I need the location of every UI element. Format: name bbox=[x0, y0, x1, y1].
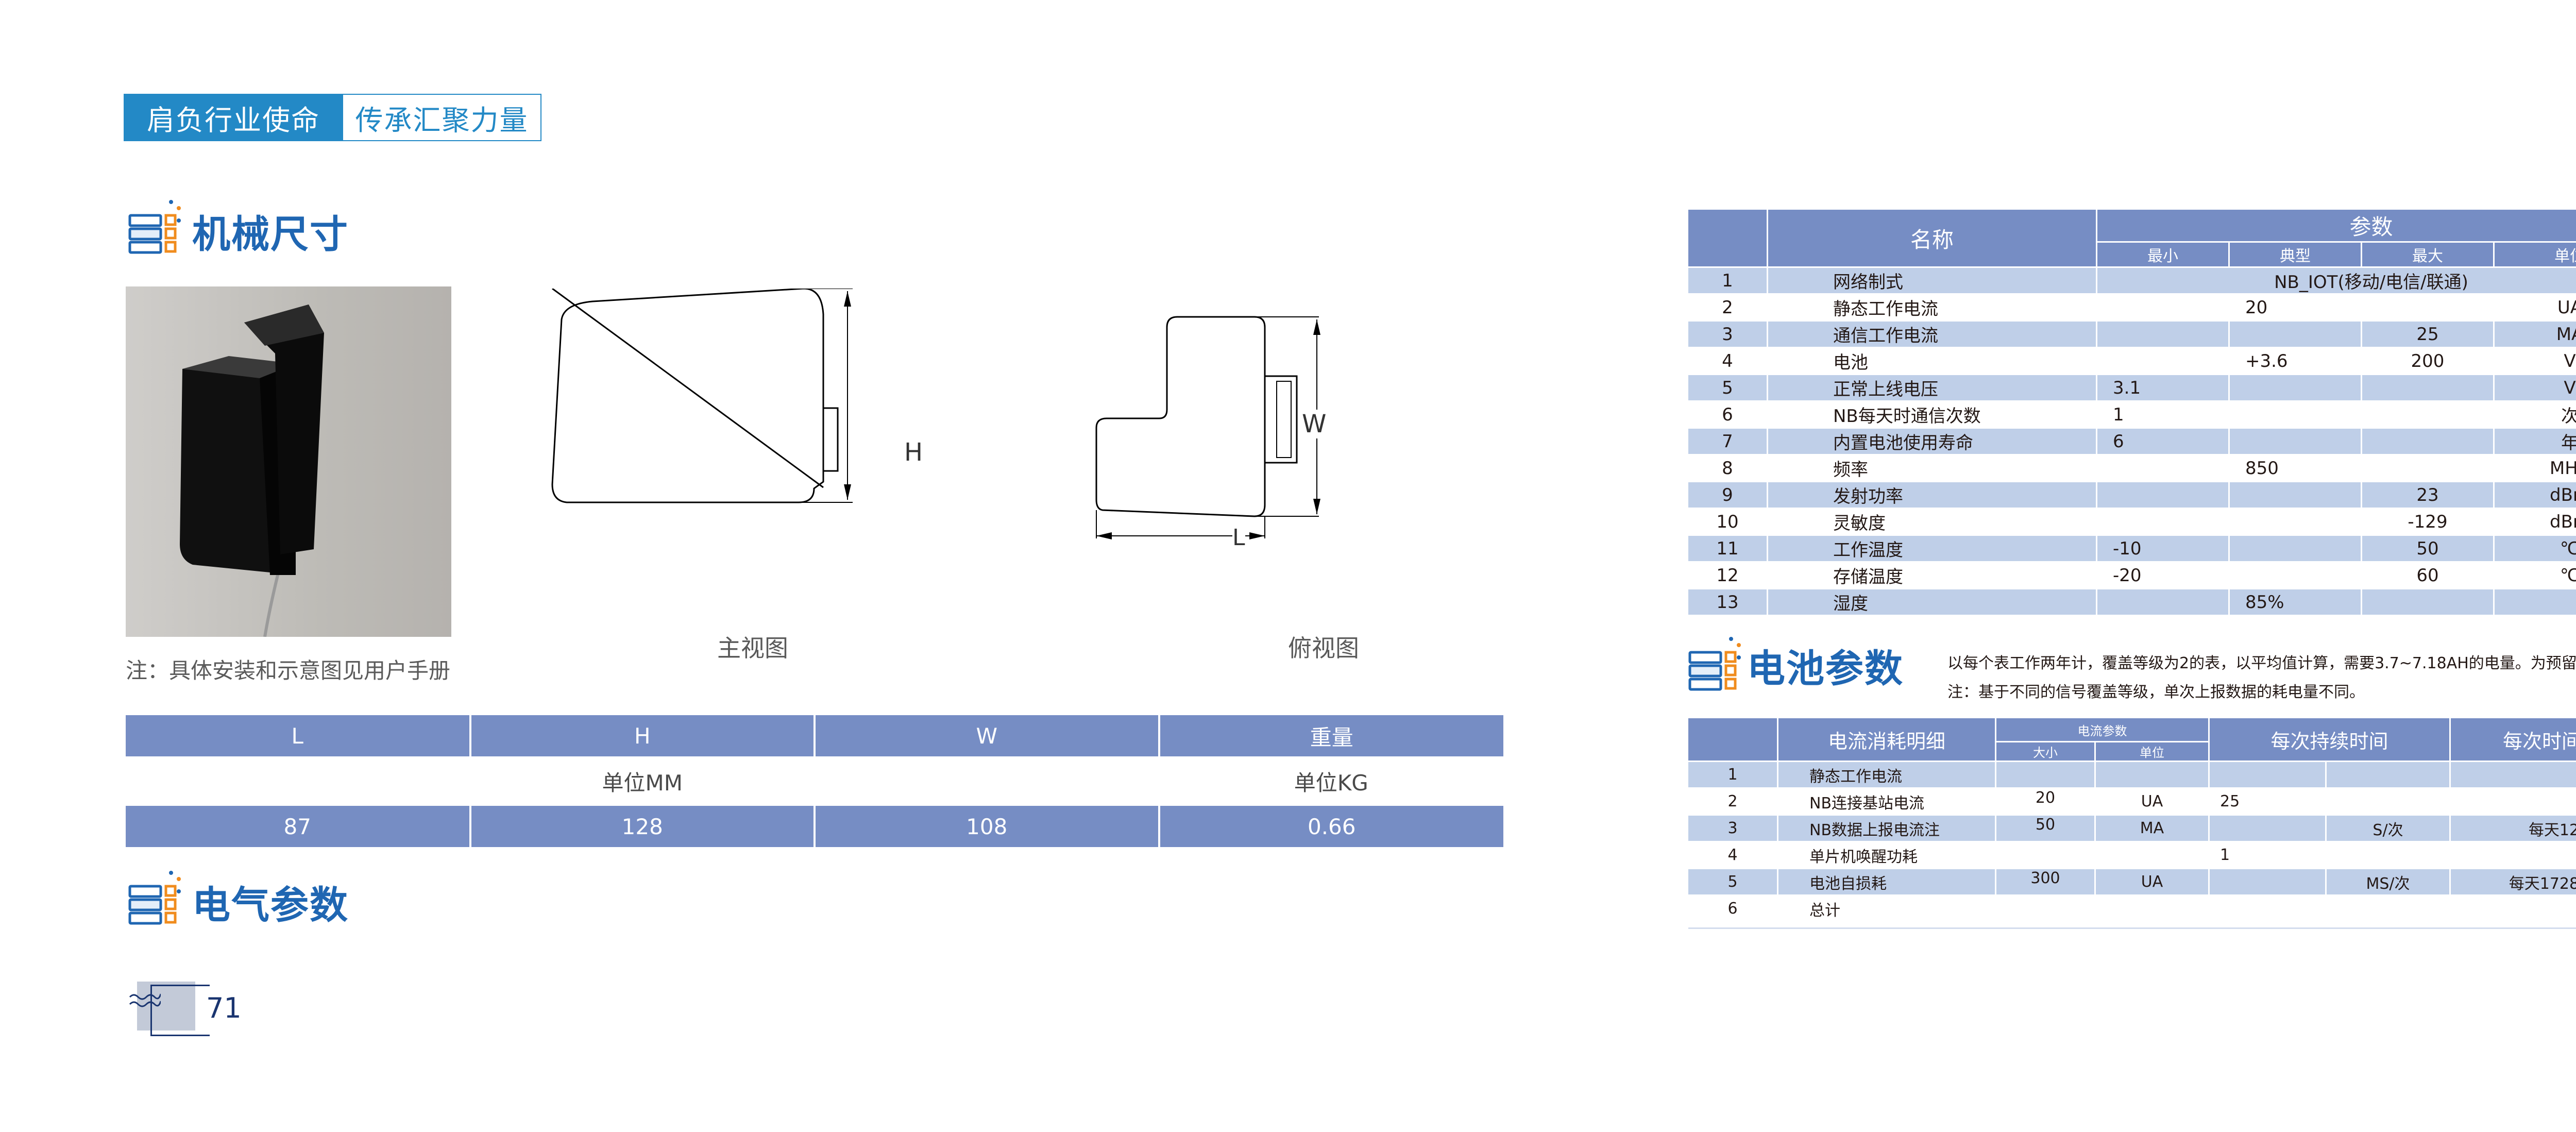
spec-subheader-typ: 典型 bbox=[2230, 243, 2361, 266]
section-title: 电气参数 bbox=[192, 883, 349, 927]
spec-row: 2 静态工作电流 20 UA bbox=[1688, 295, 2576, 320]
battery-subheader-size: 大小 bbox=[1996, 742, 2094, 761]
page-number-shade bbox=[137, 982, 195, 1030]
dimension-h-label: H bbox=[904, 438, 923, 467]
spec-row: 1 网络制式 NB_IOT(移动/电信/联通) bbox=[1688, 268, 2576, 293]
header-w: W bbox=[815, 715, 1160, 756]
front-view-label: 主视图 bbox=[717, 634, 788, 662]
header-h: H bbox=[470, 715, 816, 756]
product-photo bbox=[126, 286, 451, 637]
page-number-left: 71 bbox=[129, 982, 242, 1038]
unit-mm: 单位MM bbox=[126, 756, 1159, 806]
spec-row: 12 存储温度 -20 60 ℃ bbox=[1688, 563, 2576, 588]
spec-row: 7 内置电池使用寿命 6 年 bbox=[1688, 429, 2576, 454]
battery-row: 2 NB连接基站电流 20 UA 25 1.5 bbox=[1688, 789, 2576, 814]
spec-row: 11 工作温度 -10 50 ℃ bbox=[1688, 536, 2576, 561]
top-view-drawing bbox=[1092, 304, 1515, 623]
section-title: 机械尺寸 bbox=[192, 212, 349, 257]
spec-header-name: 名称 bbox=[1768, 210, 2096, 266]
battery-subheader-row: 大小 单位 bbox=[1688, 742, 2576, 761]
header-banner: 肩负行业使命 传承汇聚力量 bbox=[124, 94, 541, 141]
page-number-frame bbox=[150, 985, 210, 1036]
spec-subheader-unit: 单位 bbox=[2495, 243, 2576, 266]
section-list-icon bbox=[128, 200, 210, 262]
value-l: 87 bbox=[126, 806, 471, 847]
dimensions-value-row: 87 128 108 0.66 bbox=[126, 806, 1503, 847]
spec-subheader-row: 最小 典型 最大 单位 bbox=[1688, 243, 2576, 266]
battery-header-no bbox=[1688, 718, 1777, 761]
section-list-icon bbox=[128, 871, 210, 933]
battery-row-total: 6 总计 1.85~3.59 bbox=[1688, 896, 2576, 921]
value-weight: 0.66 bbox=[1159, 806, 1503, 847]
value-w: 108 bbox=[815, 806, 1160, 847]
spec-header-params: 参数 bbox=[2097, 210, 2576, 241]
battery-header-duration: 每次持续时间 bbox=[2210, 718, 2450, 761]
spec-subheader-min: 最小 bbox=[2097, 243, 2228, 266]
spec-row: 10 灵敏度 -129 dBm bbox=[1688, 509, 2576, 534]
spec-header-no bbox=[1688, 210, 1767, 266]
spec-row: 6 NB每天时通信次数 1 次 bbox=[1688, 402, 2576, 427]
dimensions-table: L H W 重量 单位MM 单位KG 87 128 108 0.66 bbox=[126, 715, 1503, 847]
spec-subheader-max: 最大 bbox=[2362, 243, 2493, 266]
section-title: 电池参数 bbox=[1747, 646, 1904, 691]
dimension-l-label: L bbox=[1232, 525, 1245, 551]
battery-header-row: 电流消耗明细 电流参数 每次持续时间 每次时间间隔 每年功耗(AH) bbox=[1688, 718, 2576, 761]
battery-row: 4 单片机唤醒功耗 1 0.0053 bbox=[1688, 842, 2576, 868]
section-list-icon bbox=[1688, 637, 1765, 694]
spec-row: 3 通信工作电流 25 MA bbox=[1688, 322, 2576, 347]
dimension-w-label: W bbox=[1302, 410, 1327, 438]
battery-table-bottom-rule bbox=[1688, 927, 2576, 929]
battery-header-interval: 每次时间间隔 bbox=[2451, 718, 2576, 761]
spec-row: 13 湿度 85% bbox=[1688, 589, 2576, 615]
header-l: L bbox=[126, 715, 471, 756]
battery-row: 3 NB数据上报电流注 50 MA S/次 每天12次 0.09~1.825 bbox=[1688, 816, 2576, 841]
section-heading-electrical: 电气参数 bbox=[128, 871, 349, 933]
spec-merged-value: NB_IOT(移动/电信/联通) bbox=[2097, 268, 2576, 293]
battery-subheader-unit: 单位 bbox=[2096, 742, 2208, 761]
section-heading-battery: 电池参数 bbox=[1688, 637, 1904, 694]
dimensions-header-row: L H W 重量 bbox=[126, 715, 1503, 756]
section-heading-mechanical: 机械尺寸 bbox=[128, 200, 349, 262]
spec-header-row: 名称 参数 备注 bbox=[1688, 210, 2576, 266]
battery-note-1: 以每个表工作两年计，覆盖等级为2的表，以平均值计算，需要3.7~7.18AH的电… bbox=[1947, 654, 2576, 672]
battery-row: 5 电池自损耗 300 UA MS/次 每天172800次 0.1 bbox=[1688, 869, 2576, 894]
spec-table: 名称 参数 备注 最小 典型 最大 单位 1 网络制式 NB_IOT(移动/电信… bbox=[1687, 208, 2576, 616]
banner-secondary: 传承汇聚力量 bbox=[343, 94, 541, 141]
battery-header-current-params: 电流参数 bbox=[1996, 718, 2208, 741]
header-weight: 重量 bbox=[1159, 715, 1503, 756]
battery-note-2: 注：基于不同的信号覆盖等级，单次上报数据的耗电量不同。 bbox=[1947, 683, 2365, 701]
banner-primary: 肩负行业使命 bbox=[124, 94, 343, 141]
battery-row: 1 静态工作电流 0.16 bbox=[1688, 762, 2576, 787]
spec-row: 9 发射功率 23 dBm bbox=[1688, 482, 2576, 508]
spec-row: 8 频率 850 MHZ bbox=[1688, 455, 2576, 481]
battery-header-detail: 电流消耗明细 bbox=[1778, 718, 1995, 761]
front-view-drawing bbox=[546, 288, 958, 649]
spec-row: 4 电池 +3.6 200 V bbox=[1688, 348, 2576, 374]
spec-row: 5 正常上线电压 3.1 V bbox=[1688, 375, 2576, 400]
wave-icon bbox=[129, 993, 161, 1007]
unit-kg: 单位KG bbox=[1159, 756, 1503, 806]
photo-note: 注：具体安装和示意图见用户手册 bbox=[126, 658, 451, 683]
value-h: 128 bbox=[470, 806, 816, 847]
top-view-label: 俯视图 bbox=[1288, 634, 1359, 662]
dimensions-unit-row: 单位MM 单位KG bbox=[126, 756, 1503, 806]
battery-table: 电流消耗明细 电流参数 每次持续时间 每次时间间隔 每年功耗(AH) 大小 单位… bbox=[1687, 717, 2576, 923]
